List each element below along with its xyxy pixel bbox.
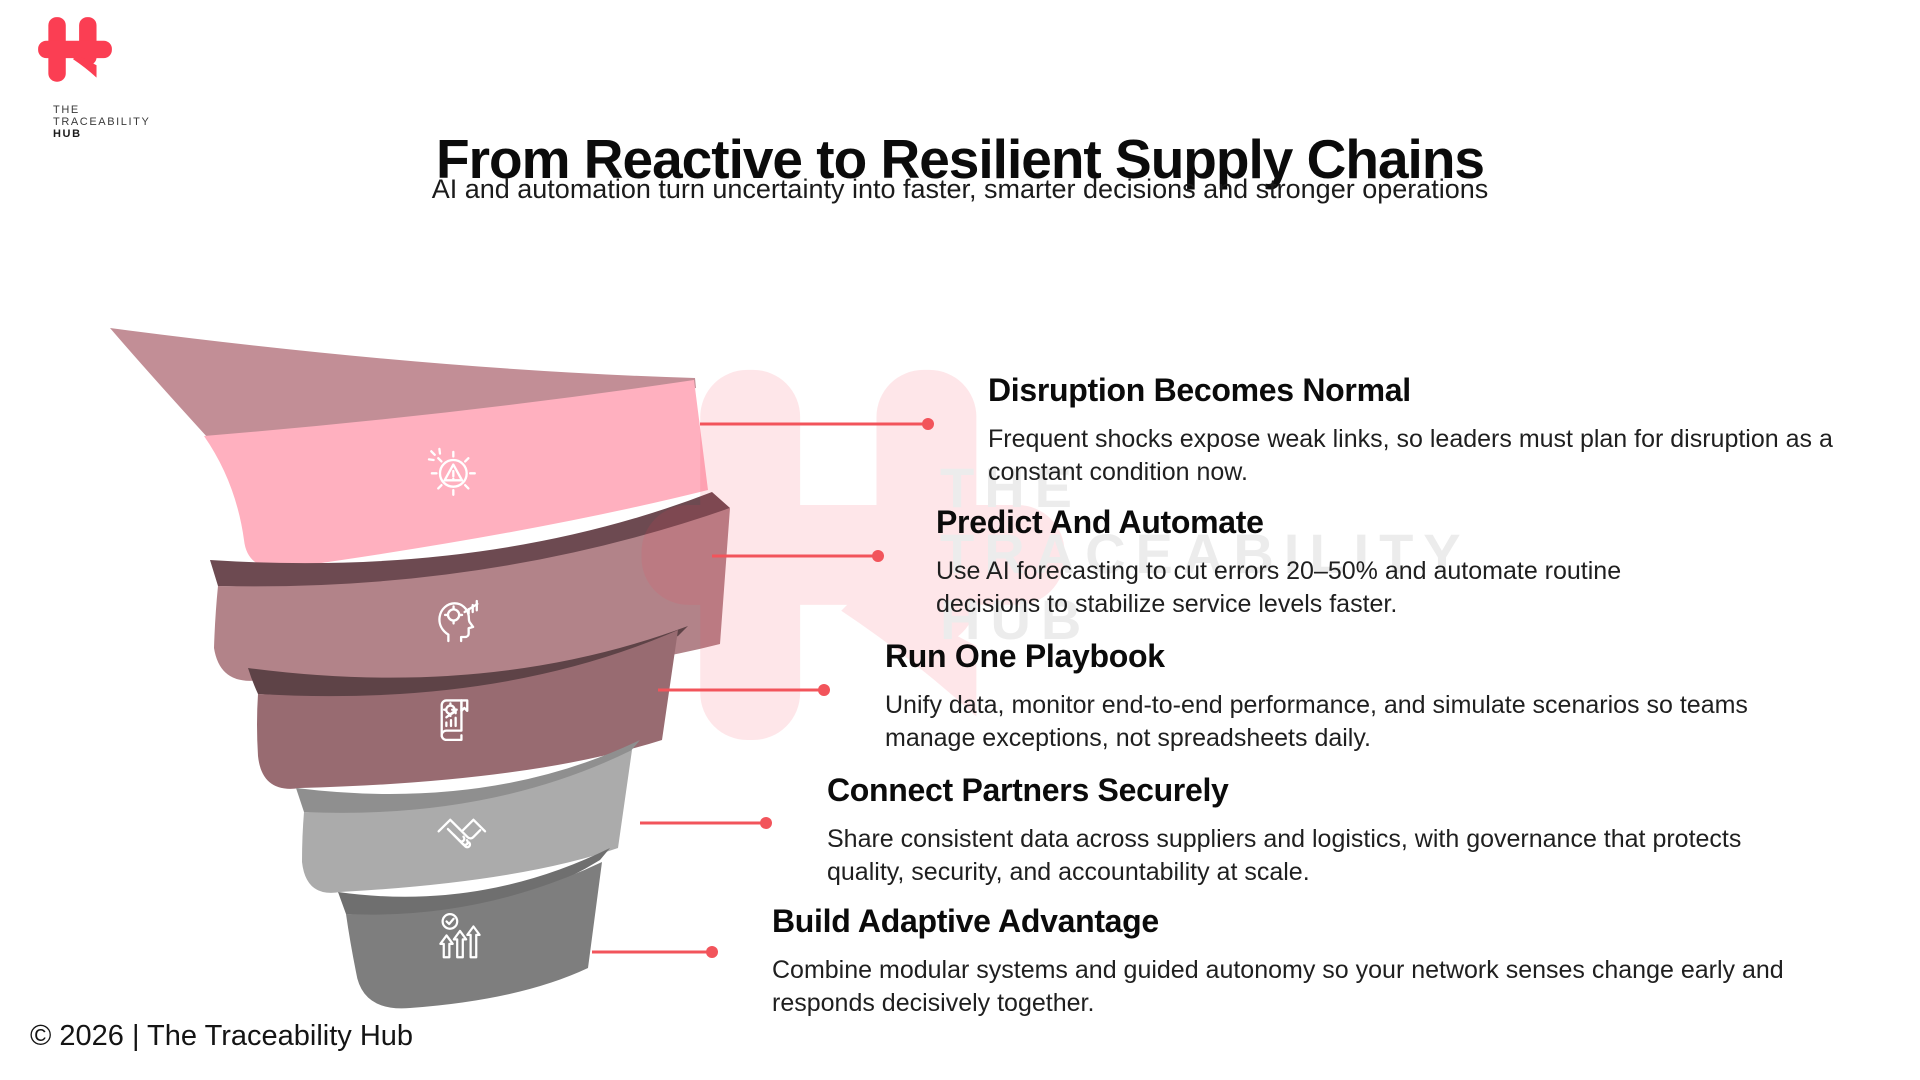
funnel-flap-2 xyxy=(210,492,730,588)
handshake-icon xyxy=(437,818,487,849)
connector-dot-2 xyxy=(872,550,884,562)
connector-dot-4 xyxy=(760,817,772,829)
funnel-segment-adaptive xyxy=(338,848,610,1009)
funnel-segment-predict xyxy=(210,492,730,682)
copyright-text: © 2026 | The Traceability Hub xyxy=(30,1020,414,1052)
funnel-segment-partners xyxy=(296,740,640,893)
step-block-predict: Predict And Automate Use AI forecasting … xyxy=(936,504,1646,621)
connector-dot-3 xyxy=(818,684,830,696)
funnel-band-4 xyxy=(302,750,632,893)
step-title-adaptive: Build Adaptive Advantage xyxy=(772,903,1159,939)
funnel-band-2 xyxy=(214,508,730,682)
funnel-band-1 xyxy=(204,380,708,569)
step-description-adaptive: Combine modular systems and guided auton… xyxy=(772,956,1784,1017)
funnel-flap-1 xyxy=(110,328,696,438)
funnel-flap-3 xyxy=(248,626,688,699)
funnel-segment-disruption xyxy=(110,328,708,569)
page-title: From Reactive to Resilient Supply Chains xyxy=(435,127,1485,190)
funnel-flap-5 xyxy=(338,848,610,917)
step-block-disruption: Disruption Becomes Normal Frequent shock… xyxy=(988,372,1868,489)
logo-line-hub: HUB xyxy=(53,128,82,140)
funnel-diagram xyxy=(110,328,730,1009)
step-block-partners: Connect Partners Securely Share consiste… xyxy=(827,772,1777,889)
traceability-hub-logo-icon xyxy=(38,17,112,82)
step-title-disruption: Disruption Becomes Normal xyxy=(988,372,1411,408)
step-description-partners: Share consistent data across suppliers a… xyxy=(827,825,1742,886)
traceability-hub-logo-text: THE TRACEABILITY HUB xyxy=(53,104,150,140)
step-description-predict: Use AI forecasting to cut errors 20–50% … xyxy=(936,557,1622,618)
step-title-playbook: Run One Playbook xyxy=(885,638,1165,674)
ai-head-icon xyxy=(438,599,479,643)
step-title-predict: Predict And Automate xyxy=(936,504,1264,540)
step-block-playbook: Run One Playbook Unify data, monitor end… xyxy=(885,638,1785,755)
step-title-partners: Connect Partners Securely xyxy=(827,772,1229,808)
step-block-adaptive: Build Adaptive Advantage Combine modular… xyxy=(772,903,1812,1020)
step-description-playbook: Unify data, monitor end-to-end performan… xyxy=(885,691,1748,752)
logo-line-traceability: TRACEABILITY xyxy=(53,116,151,128)
connector-dot-1 xyxy=(922,418,934,430)
gear-alert-icon xyxy=(427,447,476,496)
playbook-icon xyxy=(440,699,469,742)
funnel-flap-4 xyxy=(296,740,640,816)
step-description-disruption: Frequent shocks expose weak links, so le… xyxy=(988,425,1833,486)
funnel-segment-playbook xyxy=(248,626,688,789)
funnel-band-5 xyxy=(346,862,602,1009)
growth-arrows-icon xyxy=(439,913,481,959)
page-subtitle: AI and automation turn uncertainty into … xyxy=(431,174,1489,204)
logo-line-the: THE xyxy=(53,104,80,116)
